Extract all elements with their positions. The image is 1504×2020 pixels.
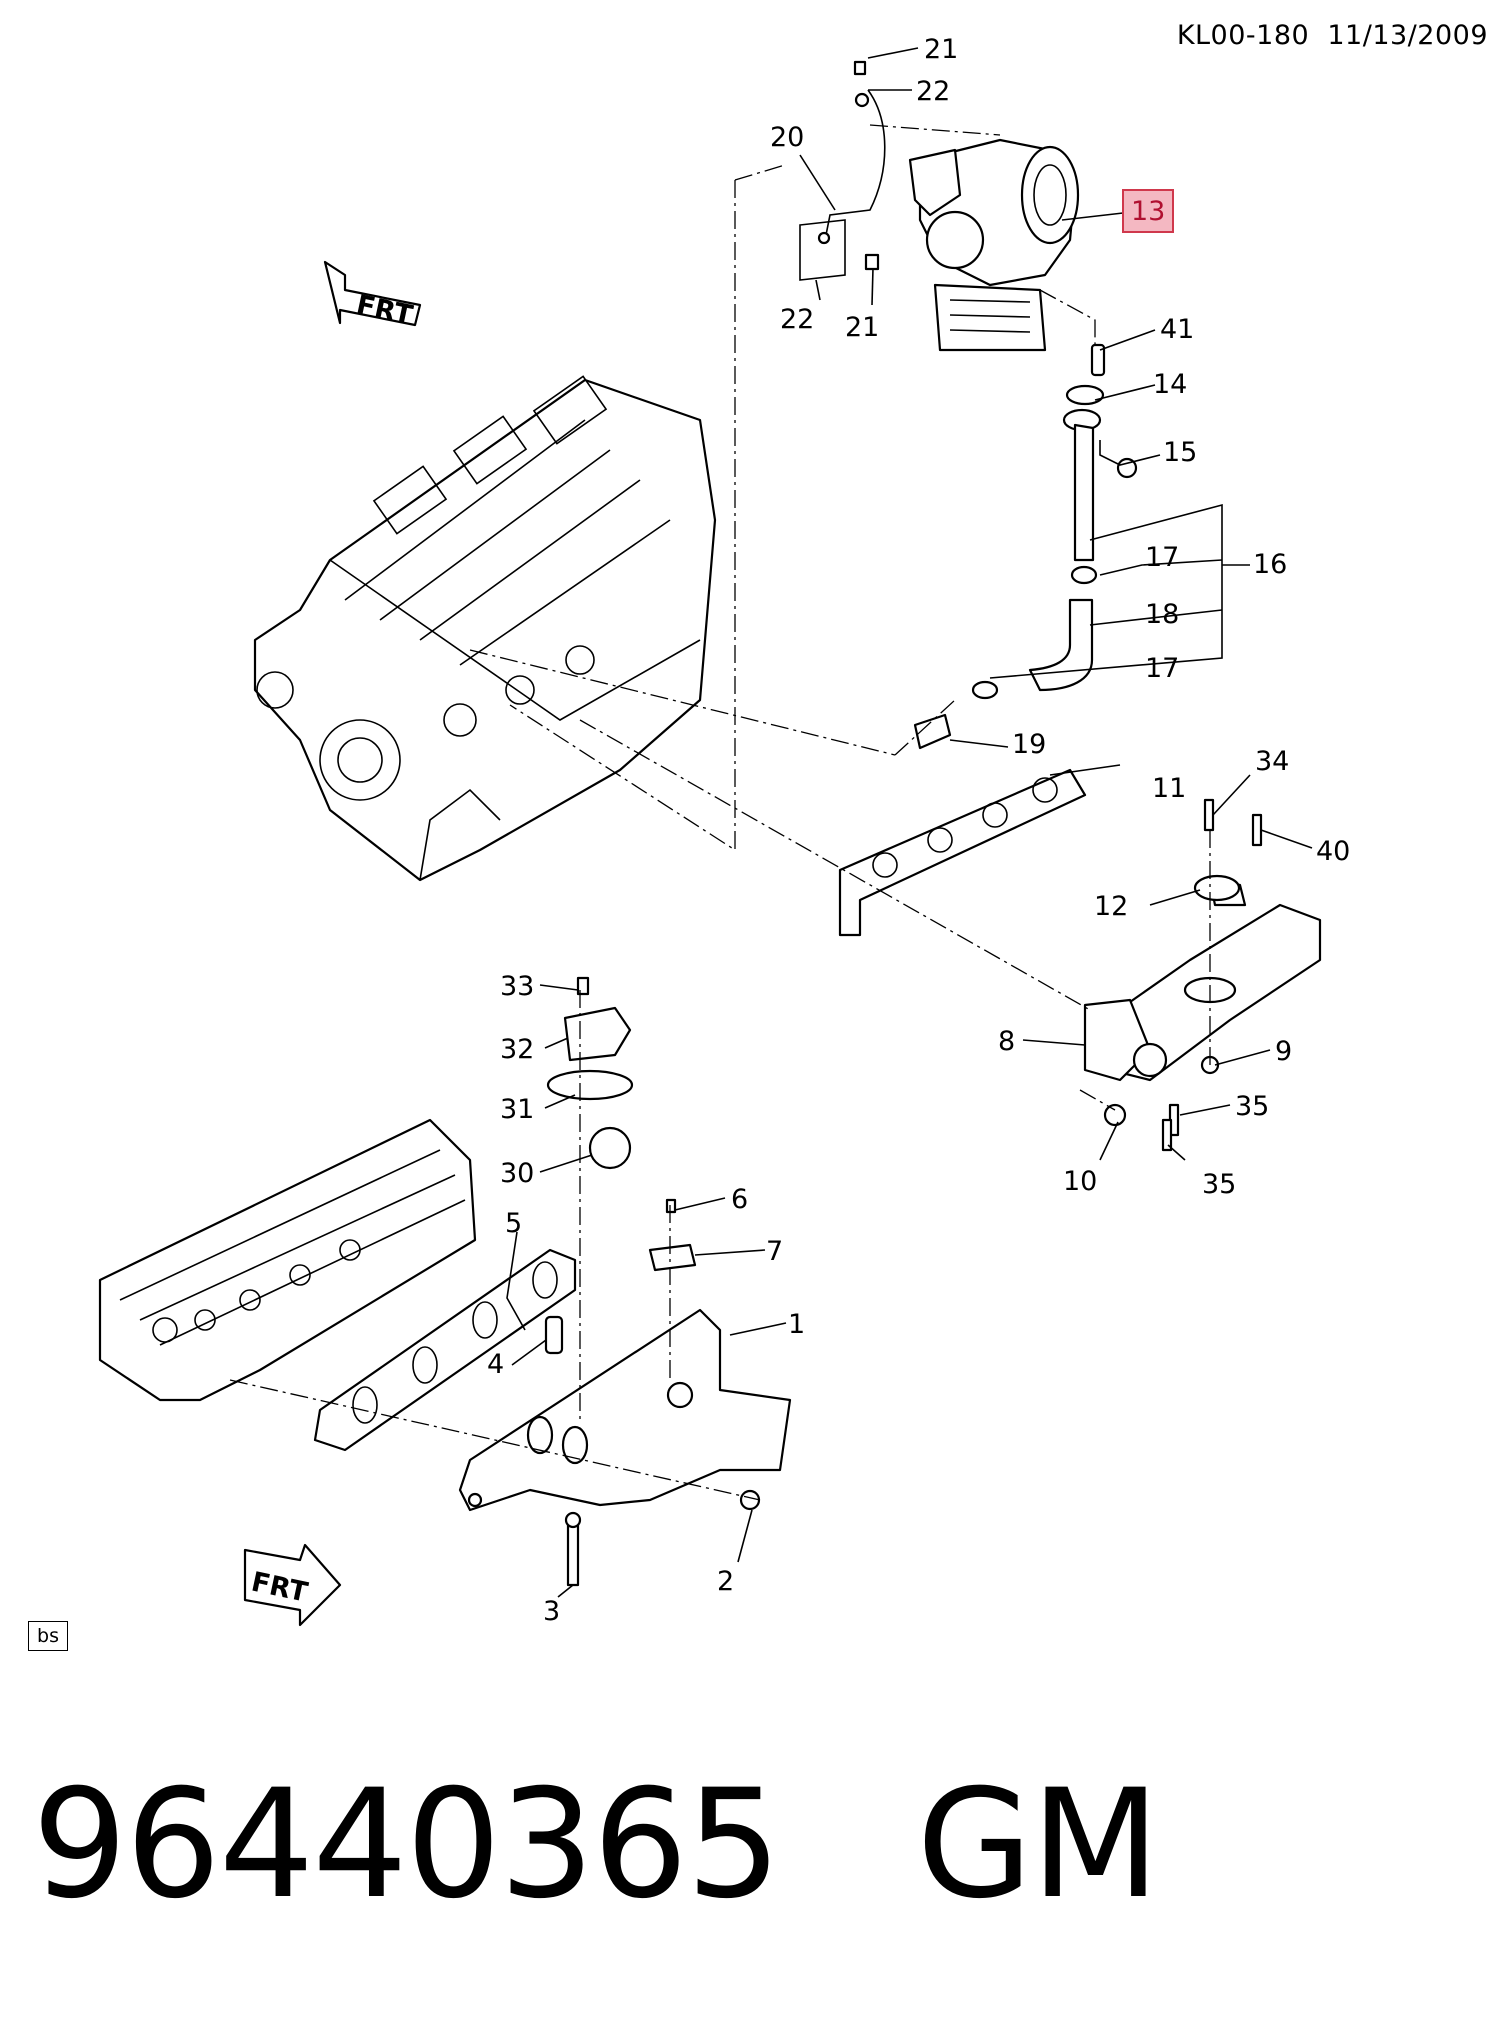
studs-illustration	[1103, 798, 1263, 1152]
callout-40: 40	[1316, 836, 1350, 867]
callout-14: 14	[1153, 369, 1187, 400]
bs-label-box: bs	[28, 1621, 68, 1651]
callout-22-bottom: 22	[780, 304, 814, 335]
oil-feed-pipe-illustration	[799, 60, 886, 281]
part-number-line: 96440365 GM	[32, 1770, 1160, 1920]
cylinder-head-illustration	[98, 1118, 477, 1402]
callout-21-bottom: 21	[845, 312, 879, 343]
callout-35-right: 35	[1235, 1091, 1269, 1122]
front-direction-arrow-top: FRT	[323, 260, 422, 332]
callout-6: 6	[731, 1184, 748, 1215]
callout-33: 33	[500, 971, 534, 1002]
callout-leader-lines	[506, 47, 1313, 1598]
callout-8: 8	[998, 1026, 1015, 1057]
callout-10: 10	[1063, 1166, 1097, 1197]
engine-block-illustration	[253, 375, 717, 882]
callout-13-highlighted: 13	[1131, 196, 1165, 227]
callout-4: 4	[487, 1349, 504, 1380]
callout-31: 31	[500, 1094, 534, 1125]
intake-gasket-illustration	[313, 1248, 577, 1452]
callout-21-top: 21	[924, 34, 958, 65]
callout-2: 2	[717, 1566, 734, 1597]
callout-19: 19	[1012, 729, 1046, 760]
callout-3: 3	[543, 1596, 560, 1627]
callout-32: 32	[500, 1034, 534, 1065]
callout-1: 1	[788, 1309, 805, 1340]
diagram-code: KL00-180	[1176, 20, 1310, 51]
turbocharger-illustration	[908, 138, 1080, 352]
callout-20: 20	[770, 122, 804, 153]
callout-15: 15	[1163, 437, 1197, 468]
callout-5: 5	[505, 1208, 522, 1239]
callout-labels: 21 22 20 22 21 13 41 14 15 17 16 18 17 1…	[487, 34, 1350, 1627]
callout-12: 12	[1094, 891, 1128, 922]
callout-35-bottom: 35	[1202, 1169, 1236, 1200]
brand-name: GM	[916, 1758, 1161, 1932]
diagram-date: 11/13/2009	[1327, 20, 1488, 51]
exploded-parts-diagram: FRT	[98, 34, 1350, 1627]
callout-41: 41	[1160, 314, 1194, 345]
callout-16: 16	[1253, 549, 1287, 580]
callout-18: 18	[1145, 599, 1179, 630]
exhaust-gasket-illustration	[838, 768, 1087, 937]
oil-drain-pipe-illustration	[913, 343, 1138, 750]
assembly-center-lines	[229, 124, 1211, 1501]
small-parts-illustration	[544, 976, 697, 1587]
callout-11: 11	[1152, 773, 1186, 804]
callout-34: 34	[1255, 746, 1289, 777]
callout-7: 7	[766, 1236, 783, 1267]
front-direction-arrow-bottom: FRT	[243, 1543, 342, 1627]
highlight-box-13	[1122, 189, 1174, 233]
diagram-header: KL00-180 11/13/2009	[1177, 20, 1488, 51]
callout-17-lower: 17	[1145, 653, 1179, 684]
callout-17-upper: 17	[1145, 542, 1179, 573]
callout-30: 30	[500, 1158, 534, 1189]
callout-22-top: 22	[916, 76, 950, 107]
frt-label-top: FRT	[354, 290, 416, 332]
part-number: 96440365	[32, 1758, 781, 1932]
intake-manifold-illustration	[458, 1308, 792, 1512]
bs-label: bs	[37, 1625, 59, 1647]
callout-9: 9	[1275, 1036, 1292, 1067]
